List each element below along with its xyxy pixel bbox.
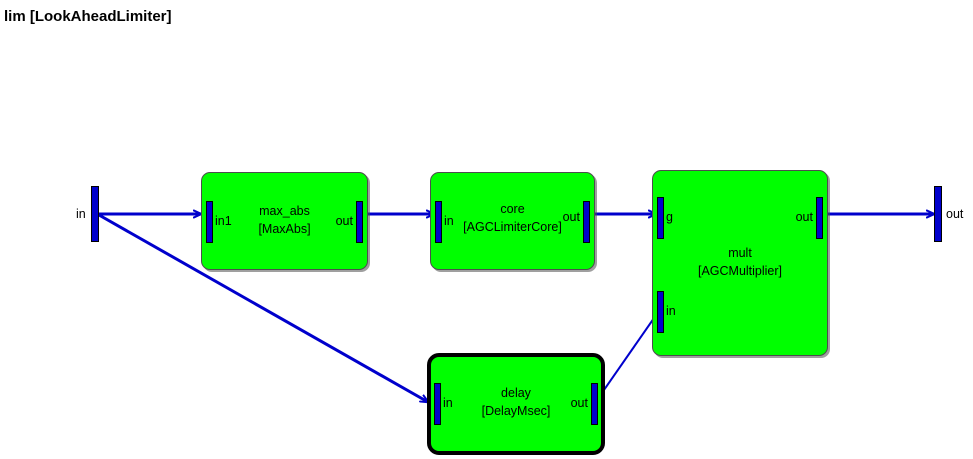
io-port-in-label: in (76, 207, 86, 221)
block-mult-port-out-bar[interactable] (816, 197, 823, 239)
block-max-abs-port-out-bar[interactable] (356, 201, 363, 243)
block-delay-port-in-bar[interactable] (434, 383, 441, 425)
io-port-out-label: out (946, 207, 964, 221)
block-mult[interactable]: g in out mult [AGCMultiplier] (652, 170, 828, 356)
block-max-abs-type: [MaxAbs] (258, 222, 311, 236)
block-core-name: core (500, 202, 525, 216)
block-delay-type: [DelayMsec] (481, 404, 551, 418)
block-mult-port-in-bar[interactable] (657, 291, 664, 333)
block-delay-port-in-label: in (443, 396, 453, 410)
block-mult-port-g-label: g (666, 210, 673, 224)
block-core-port-out-bar[interactable] (583, 201, 590, 243)
block-core-port-out-label: out (562, 210, 580, 224)
block-delay-port-out-bar[interactable] (591, 383, 598, 425)
block-mult-type: [AGCMultiplier] (697, 264, 783, 278)
block-max-abs-port-out-label: out (335, 214, 353, 228)
block-mult-name: mult (728, 246, 752, 260)
io-port-in[interactable] (91, 186, 99, 242)
block-max-abs-name: max_abs (259, 204, 310, 218)
io-port-out[interactable] (934, 186, 942, 242)
block-mult-port-g-bar[interactable] (657, 197, 664, 239)
block-mult-port-in-label: in (666, 304, 676, 318)
block-max-abs-port-in1-label: in1 (215, 214, 232, 228)
block-mult-port-out-label: out (795, 210, 813, 224)
block-delay-name: delay (501, 386, 531, 400)
block-delay-port-out-label: out (570, 396, 588, 410)
block-core-port-in-bar[interactable] (435, 201, 442, 243)
block-core-port-in-label: in (444, 214, 454, 228)
block-core[interactable]: in out core [AGCLimiterCore] (430, 172, 595, 270)
page-title: lim [LookAheadLimiter] (4, 8, 172, 25)
block-max-abs-port-in1-bar[interactable] (206, 201, 213, 243)
block-delay[interactable]: in out delay [DelayMsec] (427, 353, 605, 455)
block-core-type: [AGCLimiterCore] (463, 220, 562, 234)
block-max-abs[interactable]: in1 out max_abs [MaxAbs] (201, 172, 368, 270)
